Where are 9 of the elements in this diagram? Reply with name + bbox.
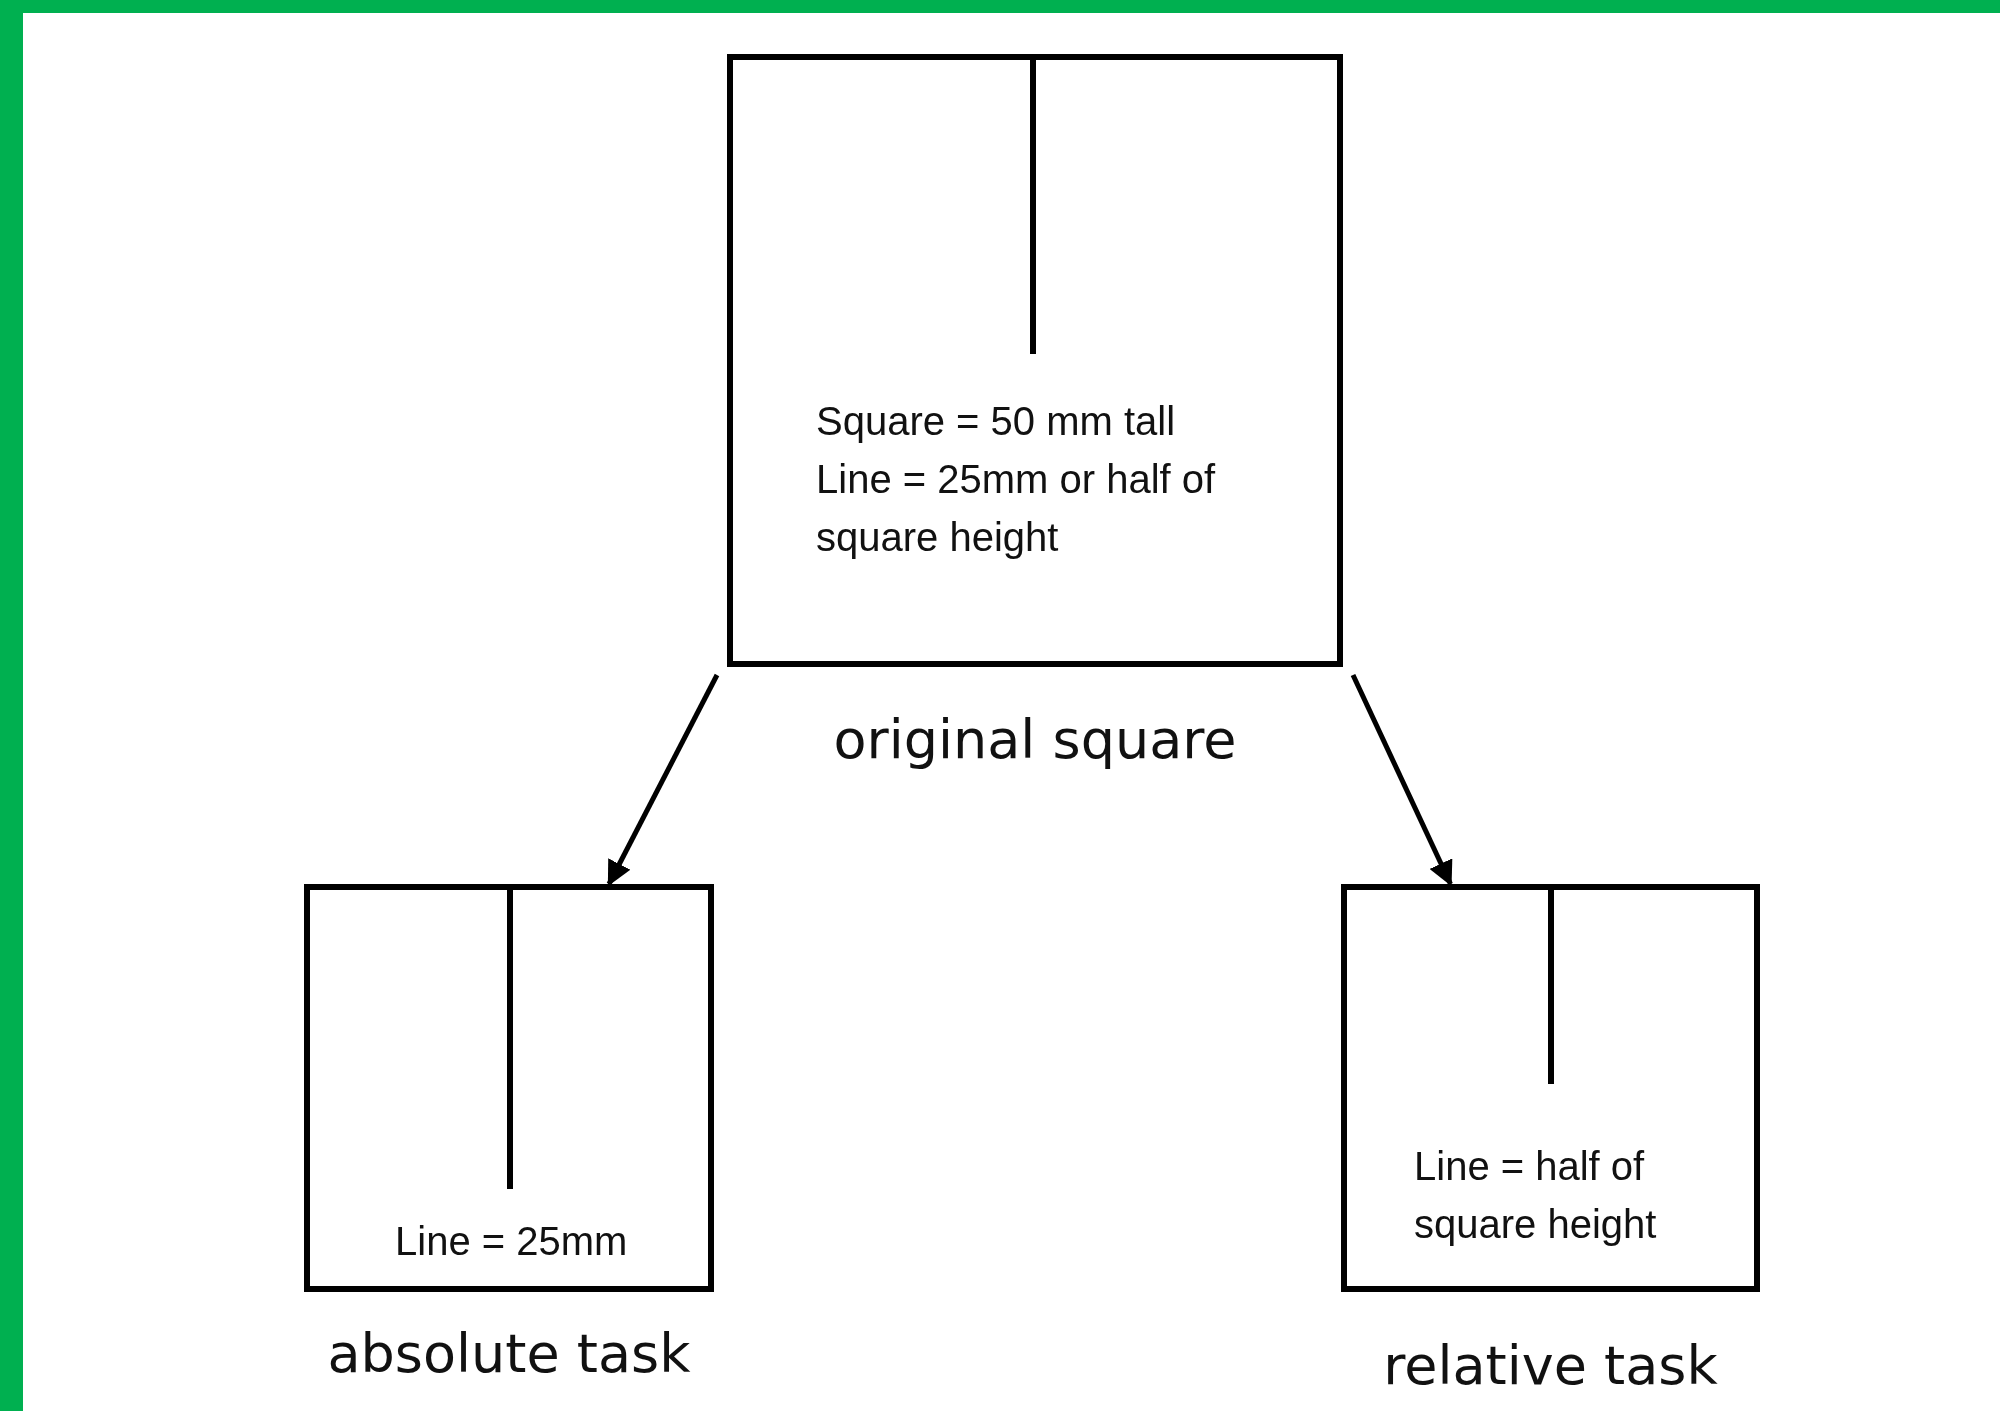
square-text: Square = 50 mm tall	[816, 398, 1177, 445]
square-text: Line = 25mm or half of square height	[816, 456, 1217, 561]
square-caption: relative task	[1383, 1334, 1718, 1397]
square-caption: original square	[833, 708, 1237, 771]
arrow	[1350, 673, 1453, 887]
square-text: Line = 25mm	[395, 1218, 629, 1265]
square-text: Line = half of square height	[1414, 1143, 1658, 1248]
arrow	[606, 673, 720, 887]
square-caption: absolute task	[327, 1322, 691, 1385]
